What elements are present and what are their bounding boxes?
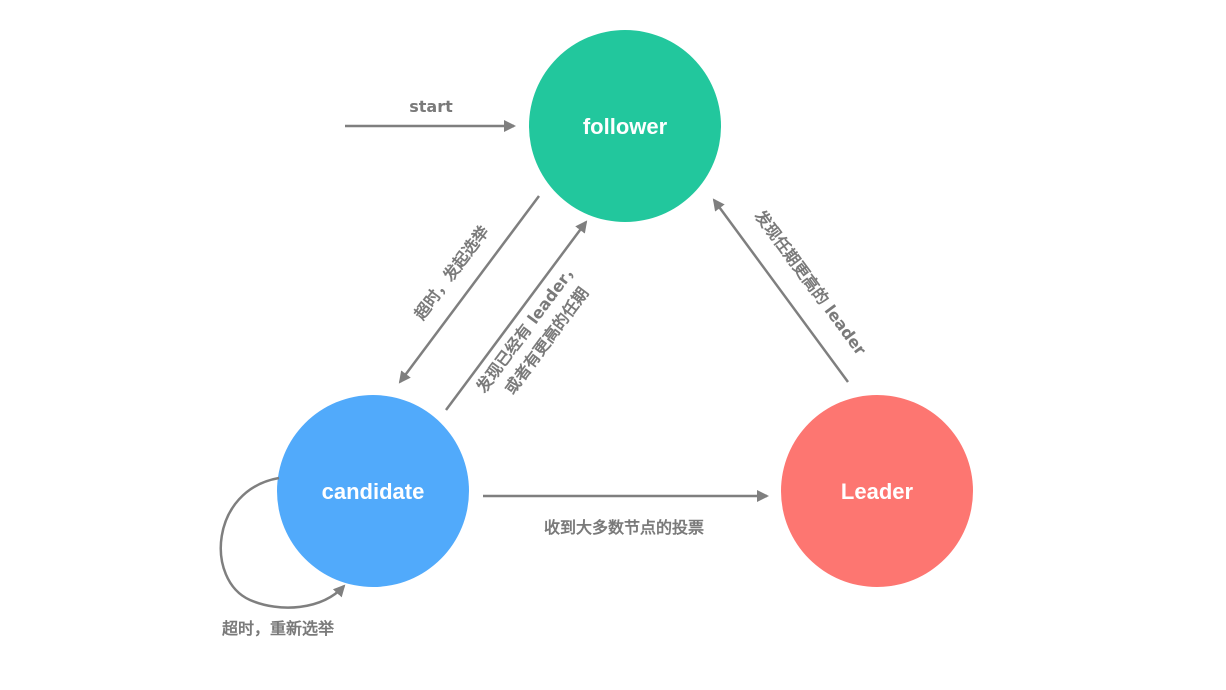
leader-circle [781, 395, 973, 587]
candidate-self-loop-label: 超时，重新选举 [221, 619, 335, 638]
leader-to-follower-label: 发现任期更高的 leader [750, 206, 870, 359]
node-leader: Leader [781, 395, 973, 587]
leader-to-follower-arrow [712, 198, 850, 383]
candidate-self-loop-arrow [219, 476, 346, 609]
candidate-label: candidate [322, 479, 425, 504]
candidate-to-leader-label: 收到大多数节点的投票 [544, 518, 704, 537]
follower-to-candidate-arrow [398, 195, 541, 384]
start-label: start [409, 97, 453, 116]
leader-label: Leader [841, 479, 914, 504]
candidate-to-follower-arrow [444, 220, 588, 411]
follower-label: follower [583, 114, 668, 139]
node-follower: follower [529, 30, 721, 222]
follower-circle [529, 30, 721, 222]
node-candidate: candidate [277, 395, 469, 587]
candidate-circle [277, 395, 469, 587]
